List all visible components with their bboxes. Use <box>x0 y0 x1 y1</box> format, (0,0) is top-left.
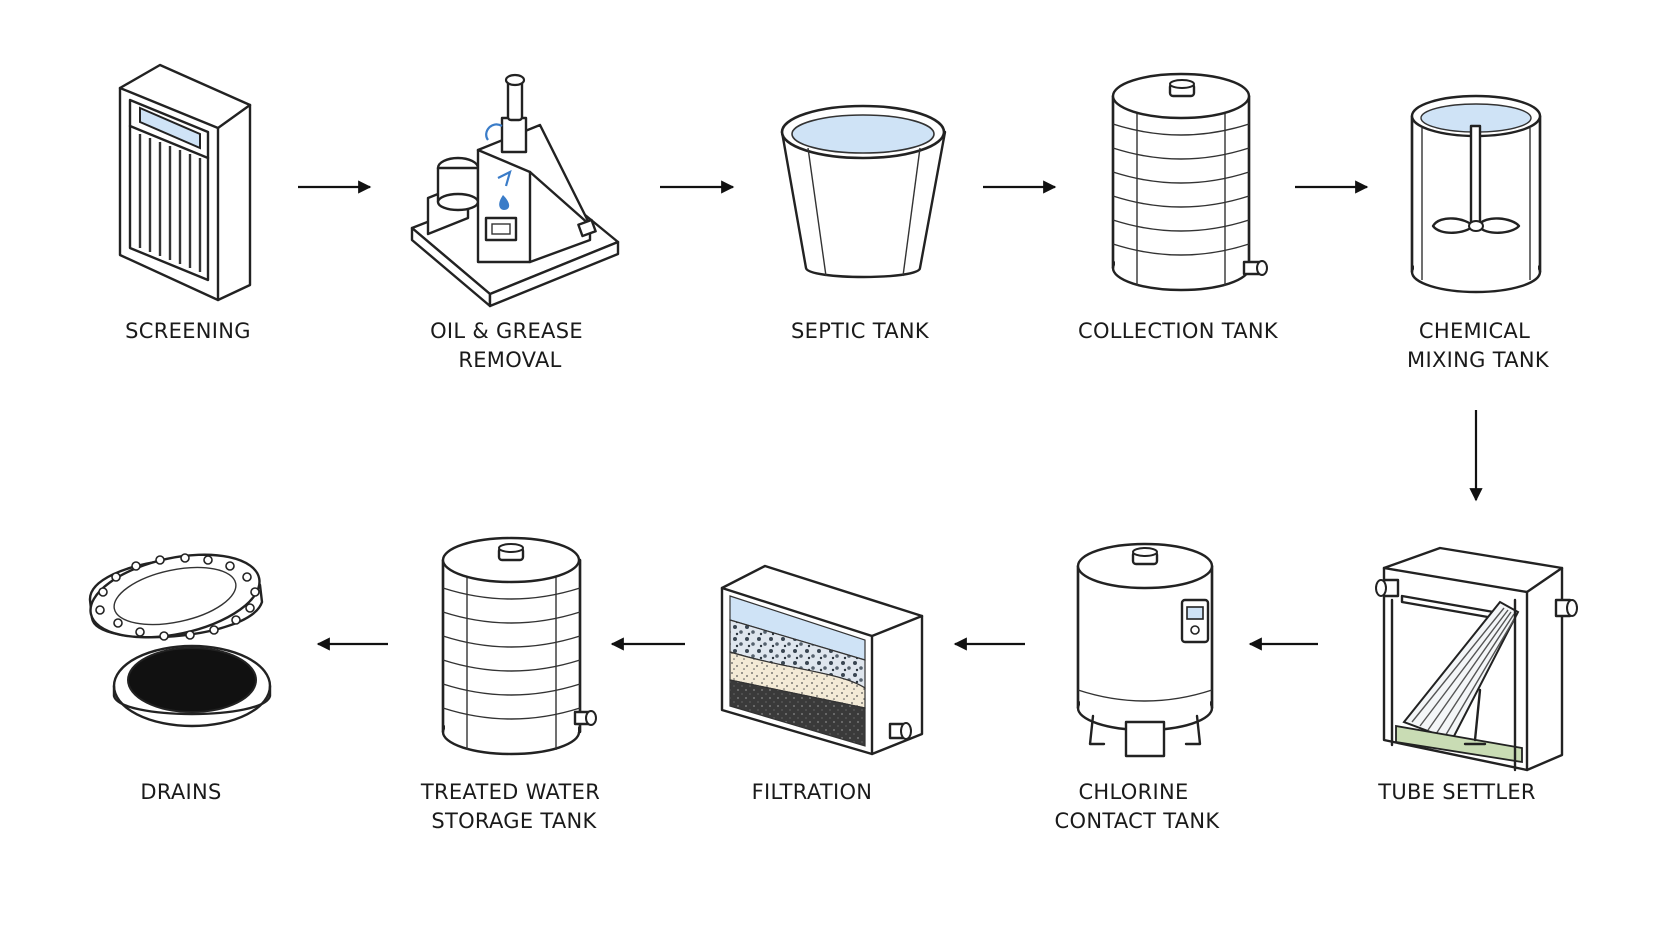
stage-label-treated-water-storage-tank: TREATED WATER STORAGE TANK <box>420 780 607 833</box>
collection-tank-icon <box>1111 72 1268 292</box>
flow-arrows <box>298 180 1483 651</box>
stage-label-septic-tank: SEPTIC TANK <box>791 319 930 343</box>
stage-label-screening: SCREENING <box>125 319 251 343</box>
drain-manhole-icon <box>88 553 272 728</box>
stage-label-drains: DRAINS <box>140 780 221 804</box>
stage-label-tube-settler: TUBE SETTLER <box>1377 780 1536 804</box>
filtration-tank-icon <box>720 564 924 756</box>
chlorine-contact-tank-icon <box>1076 542 1214 758</box>
stage-label-filtration: FILTRATION <box>752 780 873 804</box>
chemical-mixing-tank-icon <box>1410 94 1542 294</box>
stage-label-collection-tank: COLLECTION TANK <box>1078 319 1279 343</box>
treated-water-storage-tank-icon <box>441 536 597 756</box>
septic-tank-icon <box>780 104 947 279</box>
oil-grease-separator-icon <box>410 73 620 308</box>
stage-label-chemical-mixing-tank: CHEMICAL MIXING TANK <box>1407 319 1550 372</box>
tube-settler-icon <box>1375 546 1578 772</box>
stage-label-oil-grease-removal: OIL & GREASE REMOVAL <box>430 319 590 372</box>
stage-label-chlorine-contact-tank: CHLORINE CONTACT TANK <box>1055 780 1221 833</box>
screening-icon <box>118 63 252 302</box>
